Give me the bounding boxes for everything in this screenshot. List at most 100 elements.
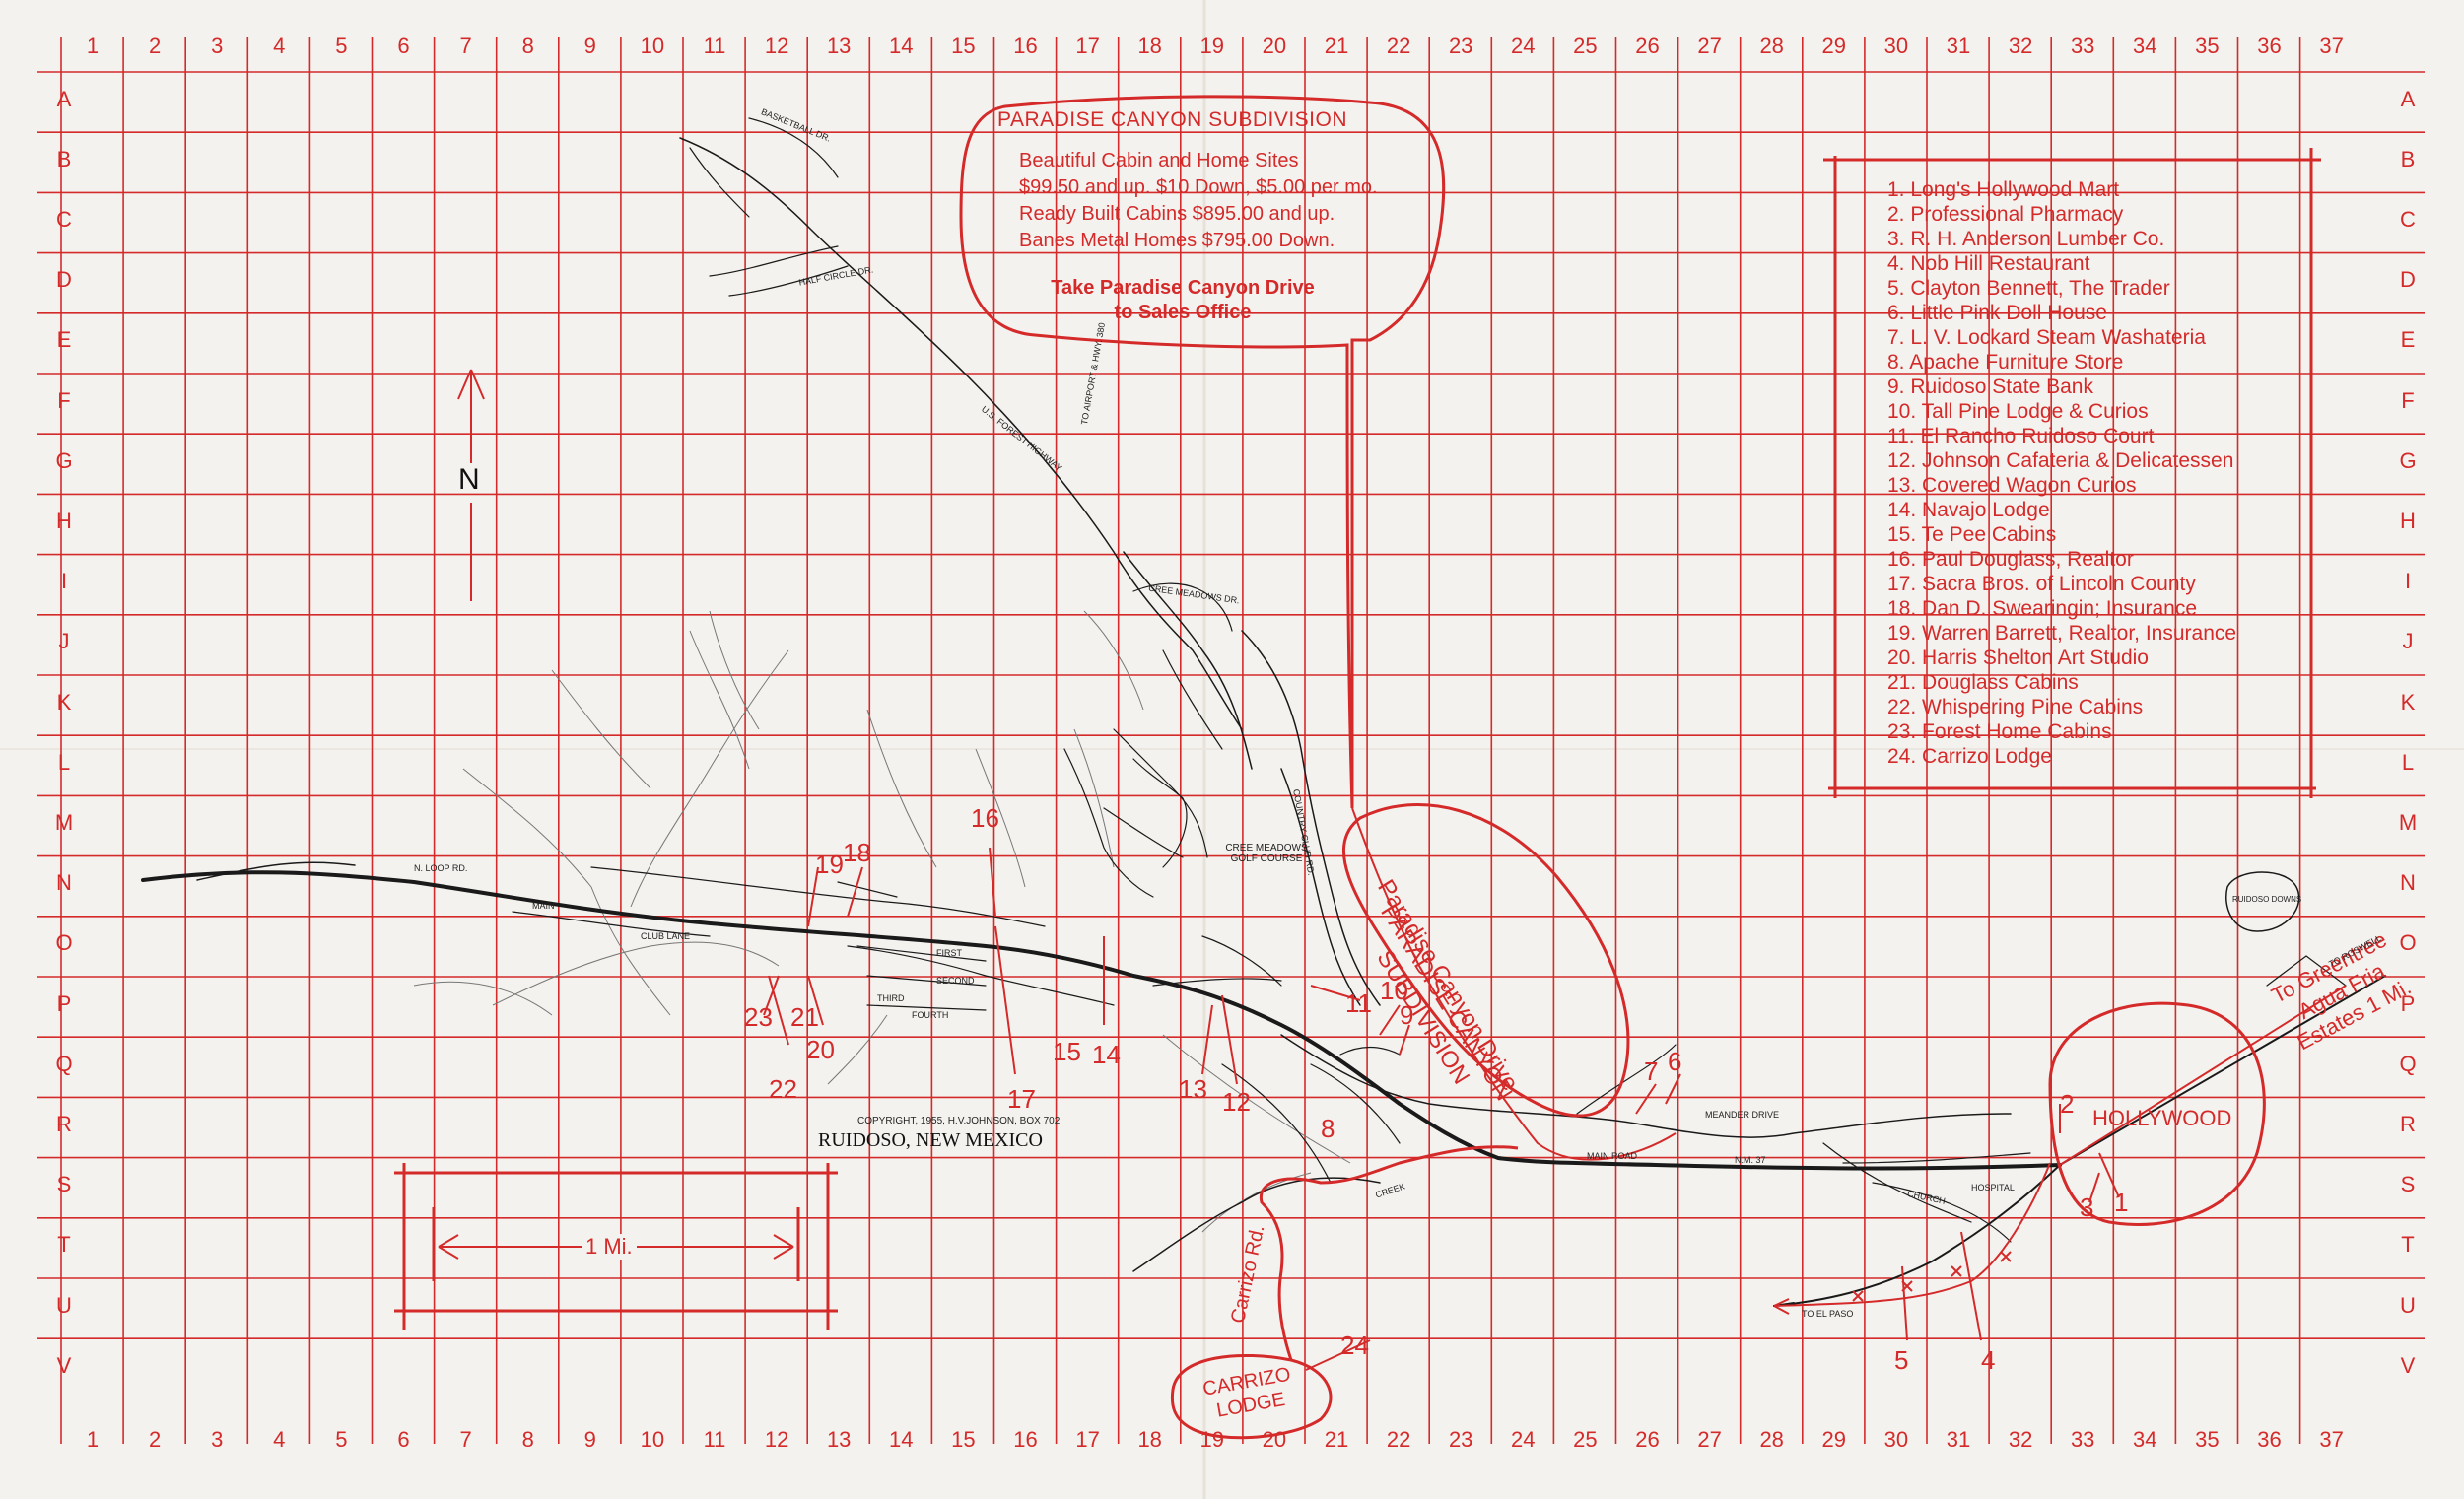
column-number: 19 bbox=[1199, 1427, 1225, 1452]
legend-item: 14. Navajo Lodge bbox=[1887, 499, 2050, 521]
column-number: 28 bbox=[1759, 34, 1784, 58]
column-number: 37 bbox=[2319, 34, 2344, 58]
column-number: 13 bbox=[826, 34, 852, 58]
column-number: 35 bbox=[2195, 1427, 2220, 1452]
row-letter: U bbox=[56, 1292, 72, 1318]
column-number: 33 bbox=[2070, 1427, 2095, 1452]
row-letter: D bbox=[2400, 267, 2416, 293]
row-letter: N bbox=[56, 870, 72, 896]
column-number: 23 bbox=[1448, 1427, 1473, 1452]
legend-item: 22. Whispering Pine Cabins bbox=[1887, 696, 2144, 718]
callout-9: 9 bbox=[1400, 1000, 1414, 1030]
promo-directions: Take Paradise Canyon Drive to Sales Offi… bbox=[1005, 276, 1360, 325]
column-number: 12 bbox=[764, 1427, 789, 1452]
north-label: N bbox=[458, 463, 480, 496]
promo-line: Ready Built Cabins $895.00 and up. bbox=[1019, 203, 1335, 225]
callout-12: 12 bbox=[1222, 1087, 1251, 1117]
legend-item: 9. Ruidoso State Bank bbox=[1887, 375, 2093, 398]
column-number: 36 bbox=[2257, 1427, 2282, 1452]
row-letter: V bbox=[2400, 1352, 2416, 1378]
row-letter: C bbox=[56, 206, 72, 232]
legend-item: 24. Carrizo Lodge bbox=[1887, 745, 2052, 768]
row-letter: U bbox=[2400, 1292, 2416, 1318]
column-number: 19 bbox=[1199, 34, 1225, 58]
row-letter: P bbox=[56, 990, 72, 1016]
legend-item: 17. Sacra Bros. of Lincoln County bbox=[1887, 573, 2196, 595]
column-number: 31 bbox=[1946, 1427, 1971, 1452]
legend-item: 11. El Rancho Ruidoso Court bbox=[1887, 425, 2155, 447]
club-lane-label: CLUB LANE bbox=[641, 931, 691, 941]
legend-item: 2. Professional Pharmacy bbox=[1887, 203, 2124, 226]
column-number: 20 bbox=[1262, 34, 1287, 58]
callout-17: 17 bbox=[1007, 1084, 1036, 1114]
column-number: 3 bbox=[211, 34, 224, 58]
row-letter: F bbox=[2401, 387, 2415, 413]
golf-label: CREE MEADOWS GOLF COURSE bbox=[1225, 843, 1308, 864]
legend-item: 18. Dan D. Swearingin; Insurance bbox=[1887, 597, 2198, 620]
legend-item: 6. Little Pink Doll House bbox=[1887, 302, 2107, 324]
meander-label: MEANDER DRIVE bbox=[1705, 1110, 1780, 1120]
column-number: 26 bbox=[1635, 1427, 1660, 1452]
column-number: 27 bbox=[1697, 34, 1722, 58]
column-number: 6 bbox=[397, 34, 410, 58]
column-number: 24 bbox=[1511, 34, 1536, 58]
column-number: 2 bbox=[148, 1427, 162, 1452]
promo-bubble-outline bbox=[959, 95, 1446, 809]
column-number: 8 bbox=[521, 1427, 534, 1452]
legend-item: 19. Warren Barrett, Realtor, Insurance bbox=[1887, 622, 2237, 645]
column-number: 2 bbox=[148, 34, 162, 58]
column-number: 6 bbox=[397, 1427, 410, 1452]
row-letter: D bbox=[56, 267, 72, 293]
n-loop-label: N. LOOP RD. bbox=[414, 863, 468, 873]
first-st-label: FIRST bbox=[936, 948, 962, 958]
legend-item: 4. Nob Hill Restaurant bbox=[1887, 252, 2090, 275]
legend-item: 20. Harris Shelton Art Studio bbox=[1887, 647, 2149, 669]
column-number: 37 bbox=[2319, 1427, 2344, 1452]
promo-title: PARADISE CANYON SUBDIVISION bbox=[997, 108, 1348, 131]
column-number: 10 bbox=[640, 34, 665, 58]
row-letter: C bbox=[2400, 206, 2416, 232]
subdivision-oval bbox=[1341, 803, 1630, 1118]
callout-19: 19 bbox=[815, 850, 844, 879]
row-letter: N bbox=[2400, 870, 2416, 896]
row-letter: G bbox=[2399, 447, 2417, 473]
column-number: 12 bbox=[764, 34, 789, 58]
promo-direction-line: Take Paradise Canyon Drive bbox=[1051, 277, 1315, 299]
callout-11: 11 bbox=[1345, 988, 1372, 1018]
column-number: 21 bbox=[1324, 1427, 1349, 1452]
scale-label: 1 Mi. bbox=[582, 1234, 637, 1260]
column-number: 25 bbox=[1573, 1427, 1598, 1452]
callout-24: 24 bbox=[1340, 1330, 1369, 1360]
legend-item: 16. Paul Douglass, Realtor bbox=[1887, 548, 2134, 571]
column-number: 5 bbox=[335, 34, 348, 58]
column-number: 32 bbox=[2008, 1427, 2033, 1452]
promo-line: Banes Metal Homes $795.00 Down. bbox=[1019, 230, 1335, 251]
column-number: 34 bbox=[2133, 1427, 2157, 1452]
column-number: 28 bbox=[1759, 1427, 1784, 1452]
column-number: 30 bbox=[1883, 1427, 1909, 1452]
column-number: 10 bbox=[640, 1427, 665, 1452]
nm37-label: N.M. 37 bbox=[1735, 1155, 1766, 1165]
callout-18: 18 bbox=[843, 838, 871, 867]
legend-item: 21. Douglass Cabins bbox=[1887, 671, 2079, 694]
column-number: 31 bbox=[1946, 34, 1971, 58]
column-number: 11 bbox=[703, 34, 726, 58]
column-number: 22 bbox=[1386, 1427, 1411, 1452]
row-letter: E bbox=[2400, 327, 2416, 353]
callout-8: 8 bbox=[1321, 1114, 1335, 1143]
town-label: RUIDOSO, NEW MEXICO bbox=[818, 1129, 1043, 1151]
column-number: 27 bbox=[1697, 1427, 1722, 1452]
second-st-label: SECOND bbox=[936, 976, 975, 986]
column-number: 18 bbox=[1137, 1427, 1162, 1452]
main-label: MAIN bbox=[532, 901, 555, 911]
row-letter: M bbox=[54, 809, 74, 835]
legend-item: 8. Apache Furniture Store bbox=[1887, 351, 2124, 374]
callout-5: 5 bbox=[1894, 1345, 1909, 1375]
row-letter: L bbox=[57, 749, 71, 775]
column-number: 13 bbox=[826, 1427, 852, 1452]
row-letter: L bbox=[2401, 749, 2415, 775]
hollywood-label: HOLLYWOOD bbox=[2092, 1106, 2232, 1130]
hospital-label: HOSPITAL bbox=[1971, 1183, 2015, 1192]
row-letter: H bbox=[56, 508, 72, 533]
callout-1: 1 bbox=[2114, 1188, 2129, 1217]
